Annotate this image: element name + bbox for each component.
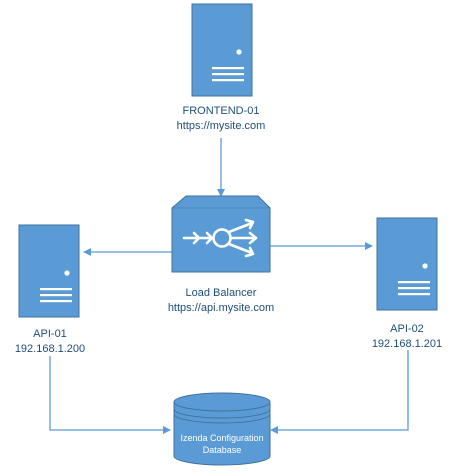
database-line-1: Izenda Configuration bbox=[180, 433, 264, 443]
load-balancer-address: https://api.mysite.com bbox=[167, 302, 275, 314]
api-02-label: API-02 192.168.1.201 bbox=[356, 322, 458, 352]
arrows-icon bbox=[182, 218, 258, 258]
frontend-server-box bbox=[191, 3, 253, 97]
frontend-address: https://mysite.com bbox=[176, 120, 266, 132]
database-ring bbox=[173, 408, 271, 419]
database-line-2: Database bbox=[202, 445, 242, 455]
database-label: Izenda Configuration Database bbox=[167, 432, 277, 456]
frontend-name: FRONTEND-01 bbox=[182, 105, 260, 117]
load-balancer-label: Load Balancer https://api.mysite.com bbox=[140, 286, 302, 316]
server-led-icon bbox=[422, 263, 428, 269]
api-01-server-box bbox=[18, 224, 80, 318]
api-01-name: API-01 bbox=[33, 328, 67, 340]
database-body bbox=[173, 401, 271, 466]
server-slot-icon bbox=[212, 73, 244, 76]
api-01-label: API-01 192.168.1.200 bbox=[0, 327, 100, 357]
load-balancer-icon bbox=[171, 195, 271, 273]
server-slot-icon bbox=[398, 293, 430, 296]
database-ring bbox=[173, 413, 271, 424]
server-slot-icon bbox=[40, 288, 72, 291]
database-top bbox=[173, 392, 271, 412]
edge-api-02-to-database bbox=[270, 350, 409, 434]
load-balancer-name: Load Balancer bbox=[185, 287, 257, 299]
server-icon bbox=[191, 3, 253, 97]
server-led-icon bbox=[64, 270, 70, 276]
server-led-icon bbox=[236, 49, 242, 55]
server-slot-icon bbox=[398, 287, 430, 290]
server-slot-icon bbox=[212, 79, 244, 82]
database-icon bbox=[173, 392, 271, 466]
server-slot-icon bbox=[40, 294, 72, 297]
server-slot-icon bbox=[40, 300, 72, 303]
server-slot-icon bbox=[212, 67, 244, 70]
api-02-name: API-02 bbox=[390, 323, 424, 335]
load-balancer-body bbox=[171, 195, 271, 273]
frontend-label: FRONTEND-01 https://mysite.com bbox=[150, 104, 292, 134]
server-icon bbox=[376, 217, 438, 311]
connectors bbox=[49, 138, 409, 434]
edge-api-01-to-database bbox=[49, 356, 171, 434]
server-icon bbox=[18, 224, 80, 318]
api-01-address: 192.168.1.200 bbox=[14, 343, 86, 355]
api-02-server-box bbox=[376, 217, 438, 311]
server-slot-icon bbox=[398, 281, 430, 284]
api-02-address: 192.168.1.201 bbox=[371, 338, 443, 350]
